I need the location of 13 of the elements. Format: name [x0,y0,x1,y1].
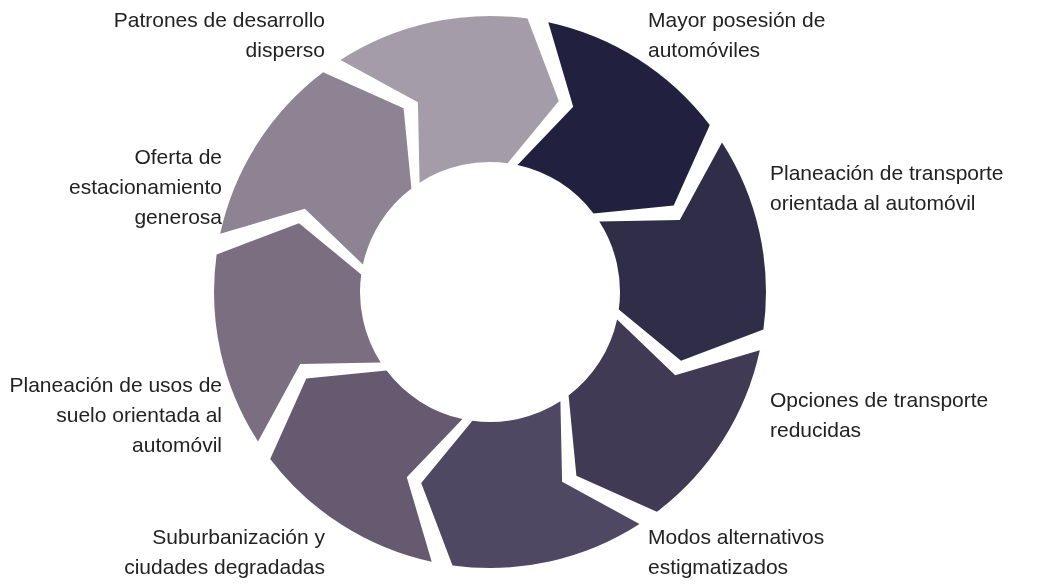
arrow-segment [220,72,412,265]
segment-label: Opciones de transporte reducidas [770,387,990,443]
segment-label: Oferta de estacionamiento generosa [68,144,222,230]
segment-label: Patrones de desarrollo disperso [112,7,325,63]
arrow-segment [568,319,760,512]
segment-label: Suburbanización y ciudades degradadas [123,524,325,580]
arrow-segment [421,401,640,568]
segment-label: Mayor posesión de automóviles [648,7,827,63]
segment-label: Planeación de transporte orientada al automóvil [770,160,1005,216]
arrow-segment [599,142,766,361]
segment-label: Modos alternativos estigmatizados [648,524,826,580]
segment-label: Planeación de usos de suelo orientada al automóvil [8,372,222,458]
arrow-segment [340,16,559,183]
